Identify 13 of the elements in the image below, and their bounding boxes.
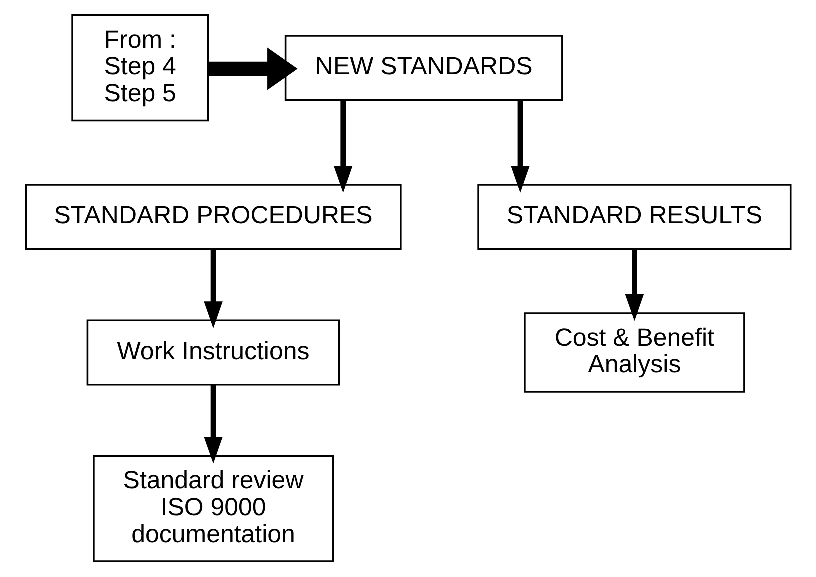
- node-box: From : Step 4 Step 5: [71, 14, 209, 122]
- arrow: [333, 100, 352, 193]
- node-box: NEW STANDARDS: [284, 35, 563, 102]
- arrow: [624, 249, 644, 322]
- node-box: Cost & Benefit Analysis: [524, 312, 745, 393]
- arrow: [208, 48, 298, 90]
- arrow: [204, 249, 222, 328]
- arrow: [204, 385, 222, 464]
- node-box: STANDARD PROCEDURES: [24, 184, 402, 250]
- node-box: STANDARD RESULTS: [477, 184, 792, 250]
- node-box: Work Instructions: [86, 320, 340, 386]
- arrow: [510, 100, 530, 193]
- node-box: Standard review ISO 9000 documentation: [92, 455, 334, 562]
